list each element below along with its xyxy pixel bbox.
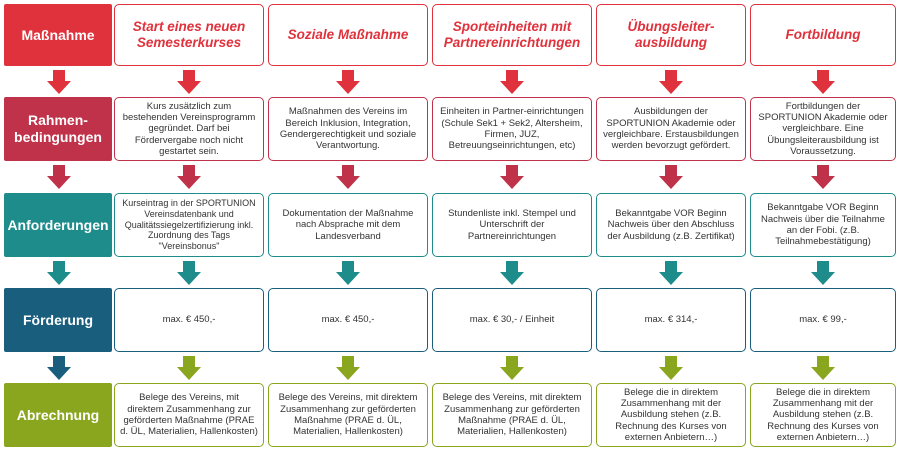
arrow-down-icon: [659, 165, 683, 189]
abrechnung-soziale-massnahme: Belege des Vereins, mit direktem Zusamme…: [268, 383, 428, 447]
row-label-rahmenbedingungen: Rahmen- bedingungen: [4, 97, 112, 161]
anforderungen-soziale-massnahme: Dokumentation der Maßnahme nach Absprach…: [268, 193, 428, 257]
rahmen-uebungsleiterausbildung: Ausbildungen der SPORTUNION Akademie ode…: [596, 97, 746, 161]
abrechnung-semesterkurs: Belege des Vereins, mit direktem Zusamme…: [114, 383, 264, 447]
arrow-down-icon: [177, 70, 201, 94]
arrow-down-icon: [47, 165, 71, 189]
anforderungen-semesterkurs: Kurseintrag in der SPORTUNION Vereinsdat…: [114, 193, 264, 257]
rahmen-sporteinheiten: Einheiten in Partner-einrichtungen (Schu…: [432, 97, 592, 161]
arrow-down-icon: [336, 70, 360, 94]
anforderungen-sporteinheiten: Stundenliste inkl. Stempel und Unterschr…: [432, 193, 592, 257]
arrow-down-icon: [47, 70, 71, 94]
row-label-anforderungen: Anforderungen: [4, 193, 112, 257]
arrow-down-icon: [336, 165, 360, 189]
header-sporteinheiten: Sporteinheiten mit Partnereinrichtungen: [432, 4, 592, 66]
foerderung-semesterkurs: max. € 450,-: [114, 288, 264, 352]
header-soziale-massnahme: Soziale Maßnahme: [268, 4, 428, 66]
arrow-down-icon: [811, 261, 835, 285]
arrow-down-icon: [177, 261, 201, 285]
arrow-down-icon: [177, 165, 201, 189]
arrow-down-icon: [500, 356, 524, 380]
arrow-down-icon: [336, 356, 360, 380]
arrow-down-icon: [659, 261, 683, 285]
arrow-down-icon: [47, 261, 71, 285]
abrechnung-uebungsleiterausbildung: Belege die in direktem Zusammenhang mit …: [596, 383, 746, 447]
arrow-down-icon: [336, 261, 360, 285]
foerderung-fortbildung: max. € 99,-: [750, 288, 896, 352]
row-label-massnahme: Maßnahme: [4, 4, 112, 66]
header-fortbildung: Fortbildung: [750, 4, 896, 66]
header-uebungsleiterausbildung: Übungsleiter-ausbildung: [596, 4, 746, 66]
arrow-down-icon: [500, 70, 524, 94]
foerderung-uebungsleiterausbildung: max. € 314,-: [596, 288, 746, 352]
foerderung-sporteinheiten: max. € 30,- / Einheit: [432, 288, 592, 352]
foerderung-soziale-massnahme: max. € 450,-: [268, 288, 428, 352]
arrow-down-icon: [659, 356, 683, 380]
anforderungen-fortbildung: Bekanntgabe VOR Beginn Nachweis über die…: [750, 193, 896, 257]
arrow-down-icon: [500, 165, 524, 189]
row-label-abrechnung: Abrechnung: [4, 383, 112, 447]
row-label-foerderung: Förderung: [4, 288, 112, 352]
arrow-down-icon: [811, 165, 835, 189]
abrechnung-fortbildung: Belege die in direktem Zusammenhang mit …: [750, 383, 896, 447]
abrechnung-sporteinheiten: Belege des Vereins, mit direktem Zusamme…: [432, 383, 592, 447]
arrow-down-icon: [500, 261, 524, 285]
rahmen-semesterkurs: Kurs zusätzlich zum bestehenden Vereinsp…: [114, 97, 264, 161]
arrow-down-icon: [659, 70, 683, 94]
rahmen-soziale-massnahme: Maßnahmen des Vereins im Bereich Inklusi…: [268, 97, 428, 161]
arrow-down-icon: [177, 356, 201, 380]
arrow-down-icon: [47, 356, 71, 380]
arrow-down-icon: [811, 356, 835, 380]
anforderungen-uebungsleiterausbildung: Bekanntgabe VOR Beginn Nachweis über den…: [596, 193, 746, 257]
rahmen-fortbildung: Fortbildungen der SPORTUNION Akademie od…: [750, 97, 896, 161]
header-semesterkurs: Start eines neuen Semesterkurses: [114, 4, 264, 66]
arrow-down-icon: [811, 70, 835, 94]
